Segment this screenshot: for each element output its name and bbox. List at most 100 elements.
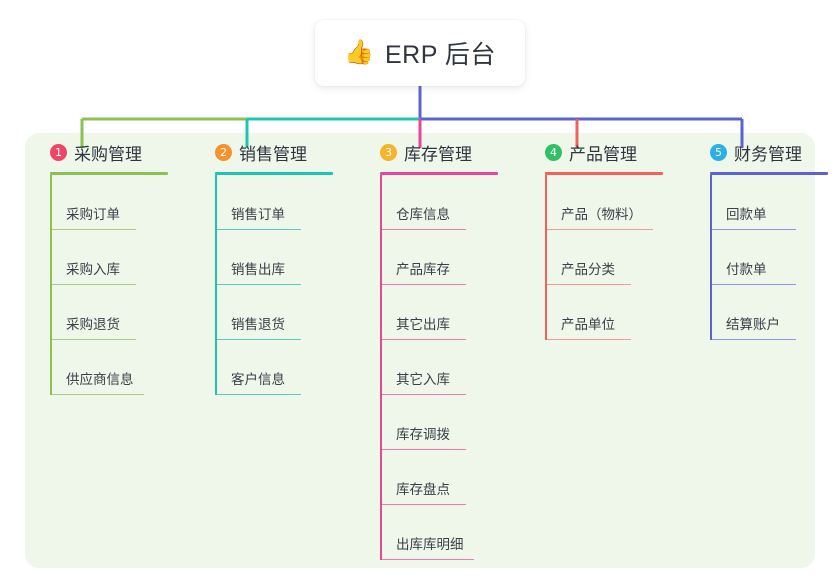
branch-item[interactable]: 产品（物料） — [545, 175, 683, 230]
branch-item-label: 结算账户 — [726, 317, 780, 332]
branch-item-label: 产品（物料） — [561, 207, 642, 222]
branch-item[interactable]: 产品分类 — [545, 230, 683, 285]
branch-item-underline — [382, 228, 466, 230]
branch-item[interactable]: 出库库明细 — [380, 505, 518, 560]
branch-item-label: 销售退货 — [231, 317, 285, 332]
root-node-card[interactable]: 👍 ERP 后台 — [315, 20, 525, 86]
branch-item[interactable]: 采购订单 — [50, 175, 188, 230]
branch-item-label: 其它入库 — [396, 372, 450, 387]
branch-item-list: 仓库信息产品库存其它出库其它入库库存调拨库存盘点出库库明细 — [368, 175, 518, 560]
branch-header-label: 库存管理 — [404, 144, 472, 164]
branch-header-2[interactable]: 2 销售管理 — [203, 133, 353, 171]
branch-item-underline — [52, 393, 144, 395]
branch-item-label: 仓库信息 — [396, 207, 450, 222]
branch-item[interactable]: 库存调拨 — [380, 395, 518, 450]
branch-header-5[interactable]: 5 财务管理 — [698, 133, 839, 171]
branch-item[interactable]: 付款单 — [710, 230, 839, 285]
branch-item-underline — [382, 503, 466, 505]
diagram-panel — [25, 133, 815, 568]
branch-item[interactable]: 采购入库 — [50, 230, 188, 285]
branch-item[interactable]: 销售出库 — [215, 230, 353, 285]
branch-column-4: 4 产品管理产品（物料） 产品分类产品单位 — [533, 133, 683, 340]
branch-item-label: 销售订单 — [231, 207, 285, 222]
branch-header-underline — [215, 172, 333, 175]
branch-item-label: 产品分类 — [561, 262, 615, 277]
branch-number-badge: 5 — [710, 143, 727, 161]
branch-item[interactable]: 产品单位 — [545, 285, 683, 340]
branch-header-underline — [50, 172, 168, 175]
branch-item[interactable]: 产品库存 — [380, 230, 518, 285]
branch-item-label: 产品库存 — [396, 262, 450, 277]
branch-spine — [380, 175, 382, 560]
branch-item-label: 库存调拨 — [396, 427, 450, 442]
branch-item[interactable]: 供应商信息 — [50, 340, 188, 395]
branch-spine — [215, 175, 217, 395]
branch-header-underline — [545, 172, 663, 175]
branch-item-label: 回款单 — [726, 207, 767, 222]
branch-header-label: 销售管理 — [239, 144, 307, 164]
root-node-title: ERP 后台 — [384, 41, 496, 69]
branch-header-3[interactable]: 3 库存管理 — [368, 133, 518, 171]
branch-item[interactable]: 采购退货 — [50, 285, 188, 340]
branch-item-label: 供应商信息 — [66, 372, 134, 387]
branch-item[interactable]: 结算账户 — [710, 285, 839, 340]
branch-item-underline — [382, 448, 466, 450]
branch-item[interactable]: 客户信息 — [215, 340, 353, 395]
branch-item[interactable]: 其它入库 — [380, 340, 518, 395]
branch-header-underline — [380, 172, 498, 175]
branch-item-underline — [547, 283, 631, 285]
branch-item-label: 产品单位 — [561, 317, 615, 332]
branch-item-underline — [217, 228, 301, 230]
branch-header-4[interactable]: 4 产品管理 — [533, 133, 683, 171]
branch-header-label: 采购管理 — [74, 144, 142, 164]
branch-item-underline — [712, 228, 796, 230]
branch-column-2: 2 销售管理销售订单销售出库销售退货客户信息 — [203, 133, 353, 395]
branch-number-badge: 3 — [380, 143, 397, 161]
thumbs-up-icon: 👍 — [344, 39, 374, 66]
branch-item-label: 采购订单 — [66, 207, 120, 222]
branch-header-underline — [710, 172, 828, 175]
branch-item[interactable]: 销售退货 — [215, 285, 353, 340]
branch-item-underline — [52, 283, 136, 285]
branch-item-label: 客户信息 — [231, 372, 285, 387]
branch-item-list: 回款单付款单结算账户 — [698, 175, 839, 340]
branch-item-underline — [547, 228, 653, 230]
branch-item-label: 销售出库 — [231, 262, 285, 277]
branch-item-list: 销售订单销售出库销售退货客户信息 — [203, 175, 353, 395]
branch-column-3: 3 库存管理仓库信息产品库存其它出库其它入库库存调拨库存盘点出库库明细 — [368, 133, 518, 560]
branch-header-label: 产品管理 — [569, 144, 637, 164]
branch-item-list: 产品（物料） 产品分类产品单位 — [533, 175, 683, 340]
branch-header-label: 财务管理 — [734, 144, 802, 164]
branch-spine — [710, 175, 712, 340]
branch-item-underline — [382, 558, 474, 560]
branch-item[interactable]: 其它出库 — [380, 285, 518, 340]
branch-item-underline — [52, 228, 136, 230]
branch-item-label: 付款单 — [726, 262, 767, 277]
branch-number-badge: 4 — [545, 143, 562, 161]
branch-item-list: 采购订单采购入库采购退货供应商信息 — [38, 175, 188, 395]
branch-item-label: 采购入库 — [66, 262, 120, 277]
root-node-inner: 👍 ERP 后台 — [344, 35, 496, 71]
branch-item[interactable]: 仓库信息 — [380, 175, 518, 230]
branch-item[interactable]: 库存盘点 — [380, 450, 518, 505]
branch-item-underline — [547, 338, 631, 340]
branch-item-label: 库存盘点 — [396, 482, 450, 497]
branch-number-badge: 2 — [215, 143, 232, 161]
branch-item-underline — [52, 338, 136, 340]
branch-item-underline — [217, 338, 301, 340]
branch-column-5: 5 财务管理回款单付款单结算账户 — [698, 133, 839, 340]
branch-item-underline — [382, 393, 466, 395]
branch-spine — [50, 175, 52, 395]
branch-item-underline — [712, 283, 796, 285]
branch-item-underline — [217, 283, 301, 285]
branch-item-underline — [217, 393, 301, 395]
branch-item[interactable]: 销售订单 — [215, 175, 353, 230]
branch-item-underline — [712, 338, 796, 340]
branch-item[interactable]: 回款单 — [710, 175, 839, 230]
branch-item-label: 采购退货 — [66, 317, 120, 332]
branch-item-underline — [382, 283, 466, 285]
